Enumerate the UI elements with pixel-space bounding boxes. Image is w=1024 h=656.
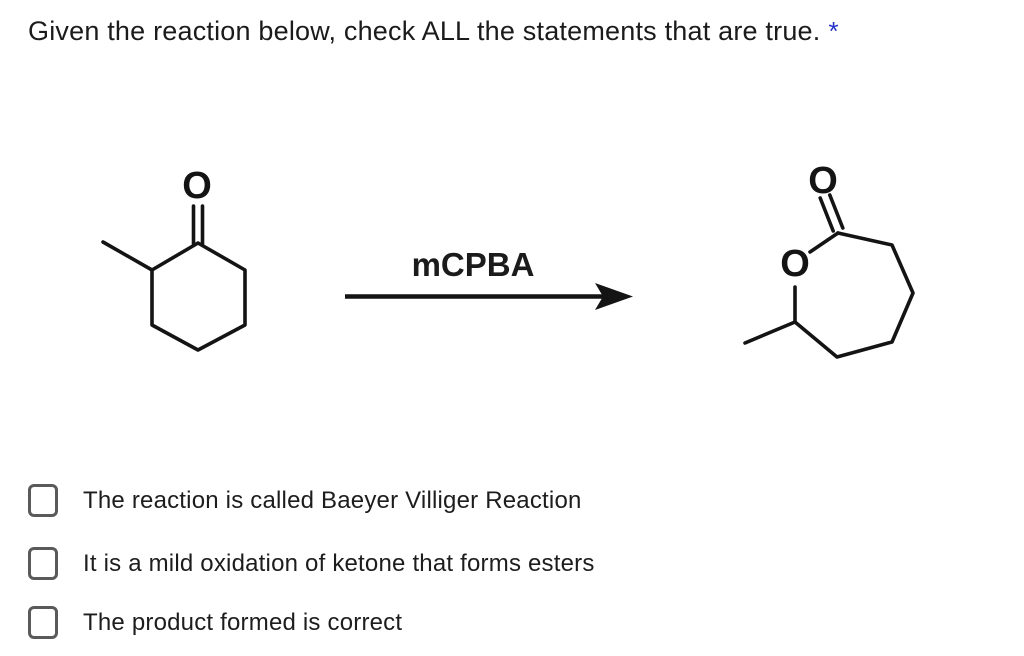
checkbox-option-3[interactable]: The product formed is correct	[28, 606, 402, 639]
required-asterisk: *	[828, 16, 839, 46]
checkbox-label-2: It is a mild oxidation of ketone that fo…	[83, 549, 595, 577]
checkbox-box-1[interactable]	[28, 484, 58, 517]
checkbox-option-1[interactable]: The reaction is called Baeyer Villiger R…	[28, 484, 582, 517]
reaction-scheme: O mCPBA O O	[101, 160, 915, 359]
reagent-label: mCPBA	[412, 246, 535, 283]
reactant-molecule: O	[101, 165, 247, 352]
checkbox-box-2[interactable]	[28, 547, 58, 580]
question-title: Given the reaction below, check ALL the …	[28, 16, 839, 47]
reactant-carbonyl-oxygen-label: O	[182, 165, 212, 207]
reaction-arrow: mCPBA	[345, 246, 633, 310]
product-ring-oxygen-label: O	[780, 243, 810, 285]
checkbox-label-1: The reaction is called Baeyer Villiger R…	[83, 486, 582, 514]
product-molecule: O O	[743, 160, 915, 359]
question-title-text: Given the reaction below, check ALL the …	[28, 16, 821, 46]
checkbox-option-2[interactable]: It is a mild oxidation of ketone that fo…	[28, 547, 595, 580]
checkbox-box-3[interactable]	[28, 606, 58, 639]
checkbox-label-3: The product formed is correct	[83, 608, 403, 636]
product-carbonyl-oxygen-label: O	[808, 160, 838, 202]
